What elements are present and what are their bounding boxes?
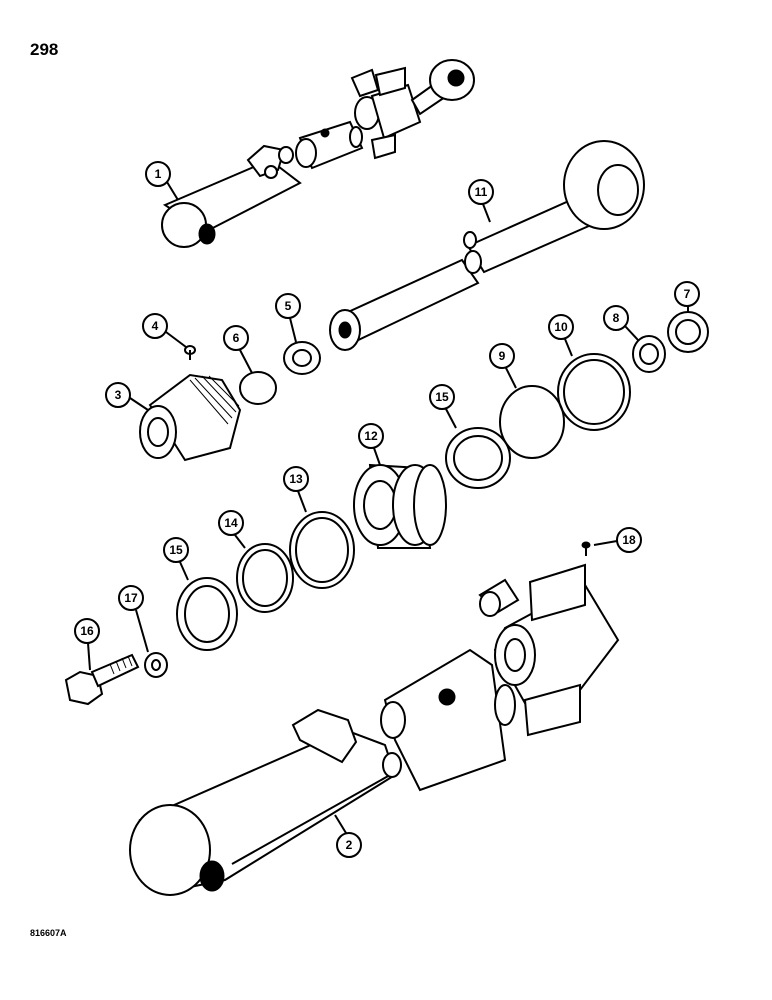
- callout-14-label: 14: [224, 516, 238, 530]
- callout-10: 10: [548, 314, 574, 357]
- set-screw: [581, 541, 591, 556]
- callout-1-label: 1: [155, 167, 162, 181]
- callout-8: 8: [603, 305, 639, 341]
- piston: [353, 463, 447, 549]
- callout-9: 9: [489, 343, 517, 389]
- bolt: [64, 653, 140, 706]
- callout-4-label: 4: [152, 319, 159, 333]
- callout-14: 14: [218, 510, 246, 549]
- callout-18-label: 18: [622, 533, 636, 547]
- callout-2: 2: [334, 814, 362, 858]
- callout-5: 5: [275, 293, 301, 343]
- callout-4: 4: [142, 313, 187, 348]
- callout-15-lower-label: 15: [169, 543, 183, 557]
- callout-11-label: 11: [475, 185, 488, 199]
- callout-15-upper: 15: [429, 384, 457, 429]
- callout-10-label: 10: [554, 320, 568, 334]
- callout-12-label: 12: [364, 429, 378, 443]
- callout-8-label: 8: [613, 311, 620, 325]
- callout-1: 1: [145, 161, 179, 201]
- cylinder-barrel: [129, 563, 620, 896]
- callout-15-lower: 15: [163, 537, 189, 581]
- callout-7-label: 7: [684, 287, 691, 301]
- callout-6: 6: [223, 325, 253, 374]
- callout-7: 7: [674, 281, 700, 312]
- page-number: 298: [30, 40, 59, 59]
- callout-16: 16: [74, 618, 100, 671]
- callout-11: 11: [468, 179, 494, 223]
- callout-15-upper-label: 15: [435, 390, 449, 404]
- figure-code: 816607A: [30, 928, 67, 938]
- bushing: [239, 371, 277, 405]
- callout-6-label: 6: [233, 331, 240, 345]
- callout-3-label: 3: [115, 388, 122, 402]
- callout-3: 3: [105, 382, 149, 411]
- callout-17-label: 17: [124, 591, 138, 605]
- piston-rod: [329, 140, 645, 351]
- callout-5-label: 5: [285, 299, 292, 313]
- callout-13-label: 13: [289, 472, 303, 486]
- small-cylinder-assembly: [161, 59, 475, 248]
- callout-12: 12: [358, 423, 384, 466]
- callout-9-label: 9: [499, 349, 506, 363]
- callout-16-label: 16: [80, 624, 94, 638]
- callout-17: 17: [118, 585, 149, 653]
- callout-13: 13: [283, 466, 309, 513]
- gland: [139, 345, 242, 462]
- callout-2-label: 2: [346, 838, 353, 852]
- callout-18: 18: [593, 527, 642, 553]
- o-ring: [499, 385, 565, 459]
